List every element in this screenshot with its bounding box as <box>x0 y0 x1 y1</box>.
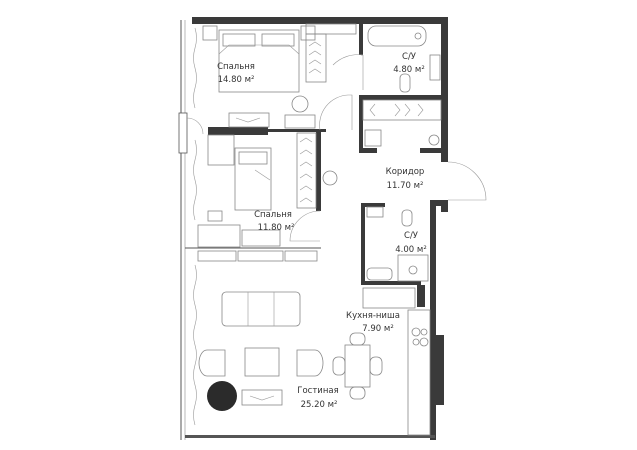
desk-2 <box>197 224 241 248</box>
dining-table <box>332 332 383 400</box>
room-name-bathroom-2: С/У <box>404 231 418 241</box>
kitchen-units <box>362 287 431 436</box>
window-left <box>178 20 204 440</box>
sofa <box>221 291 301 327</box>
room-name-living: Гостиная <box>297 386 339 396</box>
wardrobe-2 <box>296 132 317 209</box>
armchair-right <box>296 349 324 377</box>
plant <box>291 95 309 113</box>
room-area-kitchen: 7.90 м² <box>362 324 394 334</box>
wardrobe-1 <box>305 23 357 83</box>
tv-stand-3 <box>241 389 283 406</box>
room-name-bedroom-2: Спальня <box>254 210 292 220</box>
armchair-left <box>198 349 226 377</box>
bed-single <box>207 134 272 211</box>
room-area-bedroom-2: 11.80 м² <box>257 223 295 233</box>
room-name-kitchen: Кухня-ниша <box>346 311 400 321</box>
bath-2-fixtures <box>366 206 429 282</box>
room-area-bathroom-2: 4.00 м² <box>395 245 427 255</box>
bath-1-fixtures <box>362 25 442 147</box>
tv-stand-2 <box>241 229 281 247</box>
radiators <box>197 250 318 262</box>
desk <box>284 114 316 129</box>
room-name-bathroom-1: С/У <box>402 52 416 62</box>
round-ottoman <box>207 381 237 411</box>
tv-stand-1 <box>228 112 270 128</box>
bed-double <box>202 25 316 93</box>
room-name-bedroom-1: Спальня <box>217 62 255 72</box>
room-area-corridor: 11.70 м² <box>386 181 424 191</box>
walls <box>185 17 448 440</box>
room-name-corridor: Коридор <box>385 167 425 177</box>
room-area-living: 25.20 м² <box>300 400 338 410</box>
coffee-table <box>244 347 280 377</box>
room-area-bedroom-1: 14.80 м² <box>217 75 255 85</box>
plant-2 <box>322 170 338 186</box>
room-area-bathroom-1: 4.80 м² <box>393 65 425 75</box>
